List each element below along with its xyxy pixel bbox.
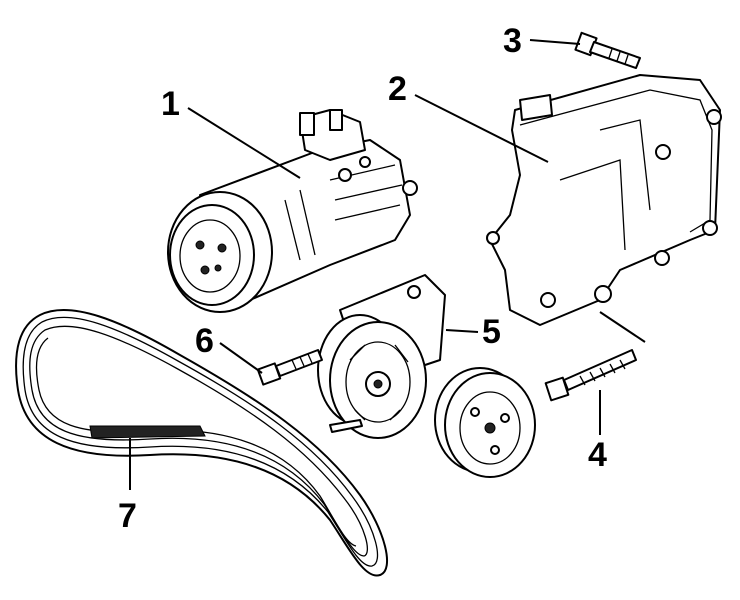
leader-line-5	[445, 329, 479, 333]
leader-lines	[129, 39, 646, 490]
tensioner-bolt	[256, 349, 323, 386]
poly-v-belt	[15, 308, 388, 577]
lower-bolt	[544, 349, 637, 402]
leader-line-3	[529, 39, 581, 45]
idler-pulley	[434, 367, 536, 478]
leader-line-1	[187, 107, 301, 179]
leader-line-4b	[599, 311, 646, 343]
callout-6: 6	[195, 322, 214, 360]
callout-3: 3	[503, 22, 522, 60]
callout-5: 5	[482, 313, 501, 351]
callout-7: 7	[118, 497, 137, 535]
ac-compressor	[167, 109, 418, 313]
callout-4: 4	[588, 436, 607, 474]
belt-tensioner	[317, 274, 446, 439]
callout-2: 2	[388, 70, 407, 108]
bracket-bolt	[574, 31, 641, 69]
callout-labels: 1 2 3 4 5 6 7	[118, 22, 607, 535]
callout-1: 1	[161, 85, 180, 123]
leader-line-2	[414, 94, 549, 163]
compressor-bracket	[486, 74, 722, 326]
leader-line-6	[219, 342, 263, 374]
